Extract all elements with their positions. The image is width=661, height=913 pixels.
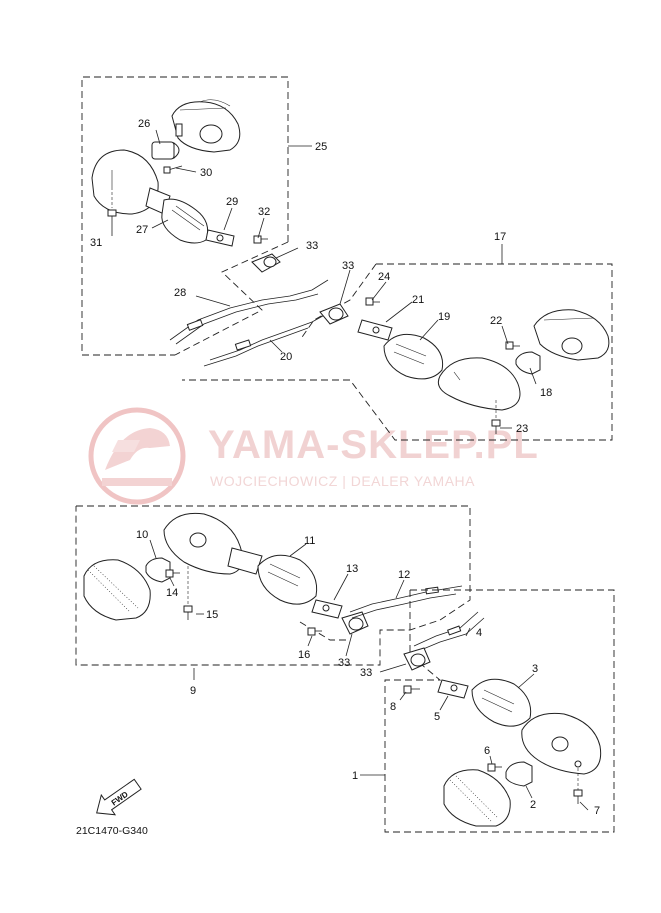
screw-23 — [491, 400, 501, 434]
callout-3: 3 — [532, 663, 538, 675]
bulb-26 — [151, 123, 183, 160]
bracket-29 — [205, 229, 235, 247]
callout-12: 12 — [398, 569, 410, 581]
grommet-33c — [341, 611, 369, 635]
wire-12 — [349, 585, 463, 619]
callout-30: 30 — [200, 167, 212, 179]
leader-lines — [111, 129, 589, 811]
callout-19: 19 — [438, 311, 450, 323]
screw-8 — [403, 685, 420, 694]
callout-2: 2 — [530, 799, 536, 811]
callout-27: 27 — [136, 224, 148, 236]
screw-16 — [307, 627, 322, 636]
screw-7 — [573, 768, 583, 804]
callout-6: 6 — [484, 745, 490, 757]
callout-11: 11 — [304, 535, 315, 547]
callout-25: 25 — [315, 141, 327, 153]
callout-7: 7 — [594, 805, 600, 817]
wire-28 — [169, 279, 329, 345]
callout-14: 14 — [166, 587, 178, 599]
socket-11 — [257, 554, 318, 605]
socket-3 — [471, 678, 532, 727]
watermark-title: YAMA-SKLEP.PL — [208, 423, 539, 467]
callout-28: 28 — [174, 287, 186, 299]
screw-22 — [505, 341, 520, 350]
housing-17 — [437, 357, 521, 411]
group-17-outline-inner — [299, 263, 377, 341]
screw-24 — [365, 297, 380, 306]
watermark: YAMA-SKLEP.PL WOJCIECHOWICZ | DEALER YAM… — [88, 407, 539, 505]
callout-29: 29 — [226, 196, 238, 208]
screw-6 — [487, 763, 502, 772]
callout-17: 17 — [494, 231, 506, 243]
callout-23: 23 — [516, 423, 528, 435]
screw-31 — [107, 192, 117, 226]
callout-33-c: 33 — [338, 657, 350, 669]
bracket-13 — [311, 599, 343, 619]
callout-10: 10 — [136, 529, 148, 541]
callout-4: 4 — [476, 627, 482, 639]
callout-20: 20 — [280, 351, 292, 363]
lens-cover-1 — [443, 769, 511, 827]
screw-15 — [183, 566, 193, 620]
callout-32: 32 — [258, 206, 270, 218]
wire-20 — [203, 311, 331, 367]
callout-8: 8 — [390, 701, 396, 713]
callout-9: 9 — [190, 685, 196, 697]
lens-cover-10 — [83, 559, 151, 621]
housing-9 — [163, 512, 263, 575]
callout-16: 16 — [298, 649, 310, 661]
bracket-5 — [437, 679, 469, 699]
callout-33-b: 33 — [342, 260, 354, 272]
callout-22: 22 — [490, 315, 502, 327]
screw-32 — [253, 235, 268, 244]
callout-33-a: 33 — [306, 240, 318, 252]
watermark-subtitle: WOJCIECHOWICZ | DEALER YAMAHA — [210, 473, 475, 489]
housing-27 — [91, 149, 209, 244]
callout-13: 13 — [346, 563, 358, 575]
grommet-33d — [403, 647, 431, 671]
lens-cover-top — [171, 99, 241, 153]
socket-19 — [383, 333, 444, 380]
callout-24: 24 — [378, 271, 390, 283]
group-17-outline — [182, 263, 613, 441]
watermark-logo — [88, 407, 186, 505]
callout-31: 31 — [90, 237, 102, 249]
screw-14 — [165, 569, 180, 578]
lens-cover-right — [533, 309, 610, 361]
group-25-outline — [81, 76, 289, 356]
bulb-2 — [505, 761, 533, 787]
callout-21: 21 — [412, 294, 424, 306]
callout-5: 5 — [434, 711, 440, 723]
wire-4 — [413, 611, 485, 653]
callout-15: 15 — [206, 609, 218, 621]
group-25-outline-inner — [174, 241, 289, 356]
grommet-33b — [319, 303, 349, 325]
callout-labels: 26 25 30 29 32 31 27 33 17 33 24 28 21 1… — [90, 118, 600, 817]
fwd-arrow: FWD — [96, 778, 142, 816]
callout-33-d: 33 — [360, 667, 372, 679]
callout-18: 18 — [540, 387, 552, 399]
callout-26: 26 — [138, 118, 150, 130]
callout-1: 1 — [352, 770, 358, 782]
screw-30 — [163, 165, 183, 174]
housing-1 — [521, 712, 602, 775]
bulb-18 — [515, 351, 541, 375]
diagram-code: 21C1470-G340 — [76, 825, 148, 837]
grommet-33a — [251, 253, 281, 273]
bracket-21 — [357, 319, 393, 341]
